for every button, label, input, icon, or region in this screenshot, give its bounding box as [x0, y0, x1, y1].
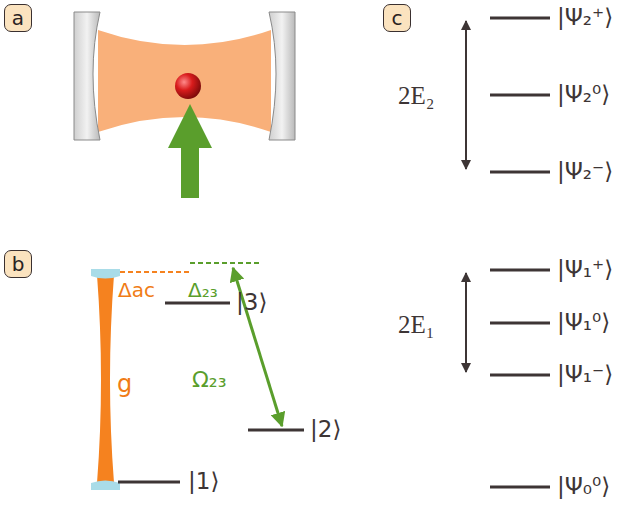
pump-arrow: [168, 104, 212, 198]
mirror-cap: [91, 481, 120, 491]
panel-letter: b: [12, 254, 25, 274]
splitting-label: 2E₁: [398, 311, 435, 339]
dressed-levels: [490, 18, 550, 487]
level-1: [118, 481, 180, 484]
panel-label: c: [383, 4, 411, 32]
level-2: [248, 429, 304, 432]
state-label: |Ψ₀⁰⟩: [557, 474, 610, 499]
splitting-arrow: [465, 273, 467, 372]
state-label: |Ψ₂⁻⟩: [557, 159, 613, 184]
state-label: |Ψ₂⁺⟩: [557, 5, 613, 30]
mirror-cap: [91, 269, 120, 279]
panel-letter: c: [392, 8, 403, 28]
left-mirror: [74, 12, 100, 140]
state-label: |3⟩: [236, 290, 267, 315]
panel-label: b: [4, 250, 32, 278]
panel-letter: a: [12, 8, 24, 28]
cavity-coupling-bar: [97, 275, 114, 483]
detuning-label: Δac: [118, 279, 155, 301]
state-label: |Ψ₁⁺⟩: [557, 257, 613, 282]
atom: [175, 73, 201, 99]
splitting-arrow: [465, 21, 467, 169]
panel-label: a: [4, 4, 32, 32]
splitting-label: 2E₂: [398, 82, 435, 110]
state-label: |2⟩: [310, 417, 341, 442]
detuning-ac: [120, 271, 190, 273]
state-label: |Ψ₁⁻⟩: [557, 362, 613, 387]
rabi-label: Ω₂₃: [192, 368, 226, 392]
drive-arrow: [233, 268, 282, 426]
detuning-label: Δ₂₃: [188, 279, 218, 301]
state-label: |Ψ₂⁰⟩: [557, 82, 610, 107]
level-3: [165, 302, 230, 305]
detuning-23: [190, 262, 260, 264]
state-label: |Ψ₁⁰⟩: [557, 310, 610, 335]
state-label: |1⟩: [188, 469, 219, 494]
right-mirror: [269, 12, 295, 140]
coupling-label: g: [117, 371, 132, 397]
